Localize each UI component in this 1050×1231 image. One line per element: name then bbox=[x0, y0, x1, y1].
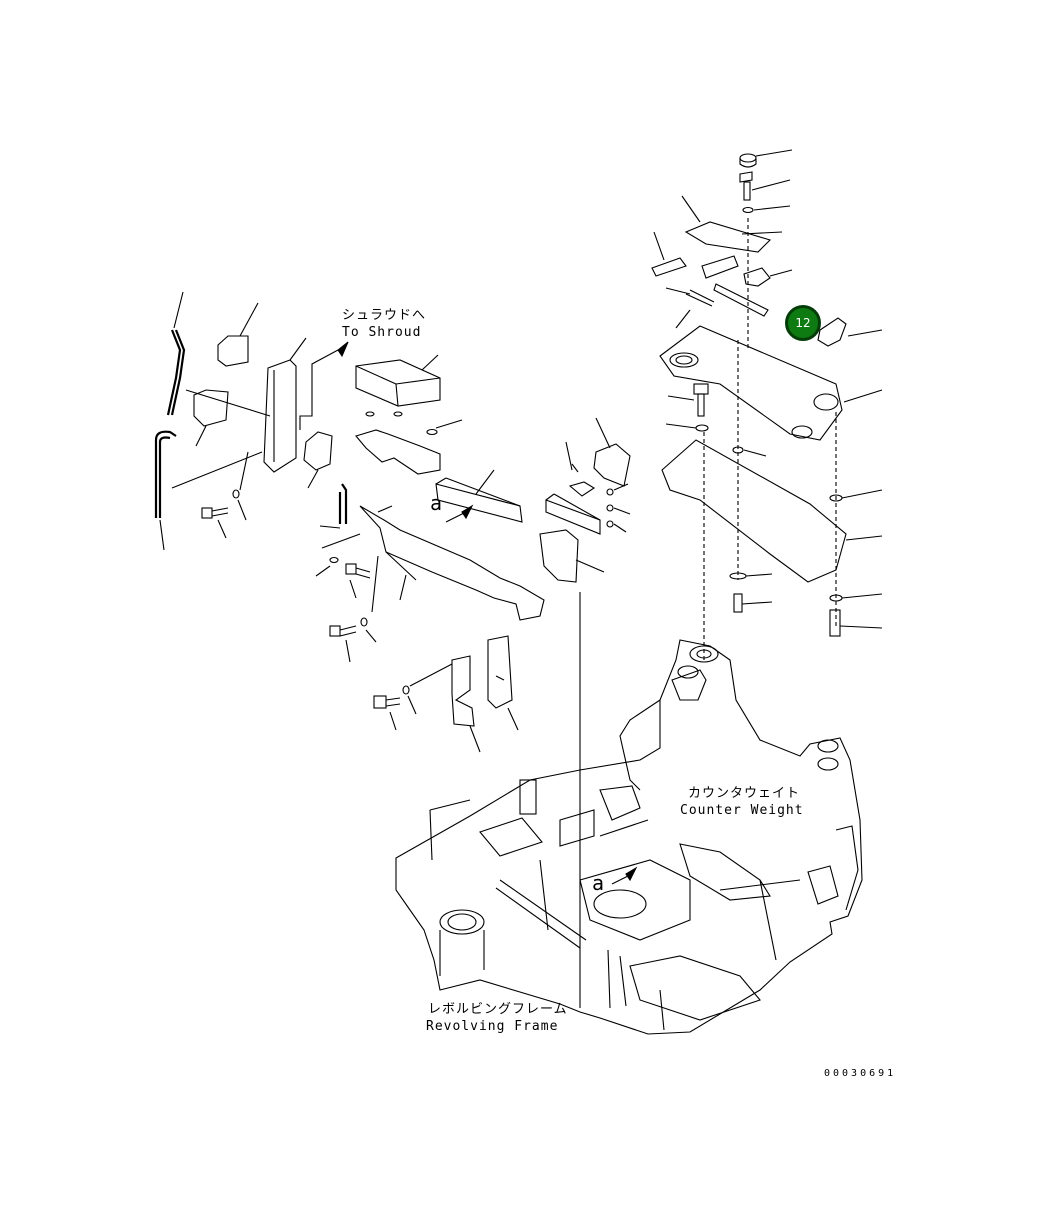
label-counterweight-en: Counter Weight bbox=[680, 803, 804, 818]
revolving-frame-drawing: a bbox=[395, 639, 863, 1035]
left-bracket-group bbox=[154, 291, 349, 551]
upper-right-parts-group bbox=[651, 149, 883, 660]
ref-a-upper: a bbox=[430, 491, 442, 515]
label-counterweight-jp: カウンタウェイト bbox=[688, 786, 801, 801]
center-parts-group: a bbox=[315, 354, 545, 753]
ref-a-lower: a bbox=[592, 871, 604, 895]
label-shroud-en: To Shroud bbox=[342, 325, 422, 340]
label-frame-en: Revolving Frame bbox=[426, 1019, 559, 1034]
center-right-parts bbox=[539, 417, 631, 1008]
callout-marker-12[interactable]: 12 bbox=[785, 305, 821, 341]
label-frame-jp: レボルビングフレーム bbox=[428, 1002, 568, 1017]
label-shroud-jp: シュラウドへ bbox=[342, 308, 427, 323]
document-number: 00030691 bbox=[824, 1068, 897, 1079]
